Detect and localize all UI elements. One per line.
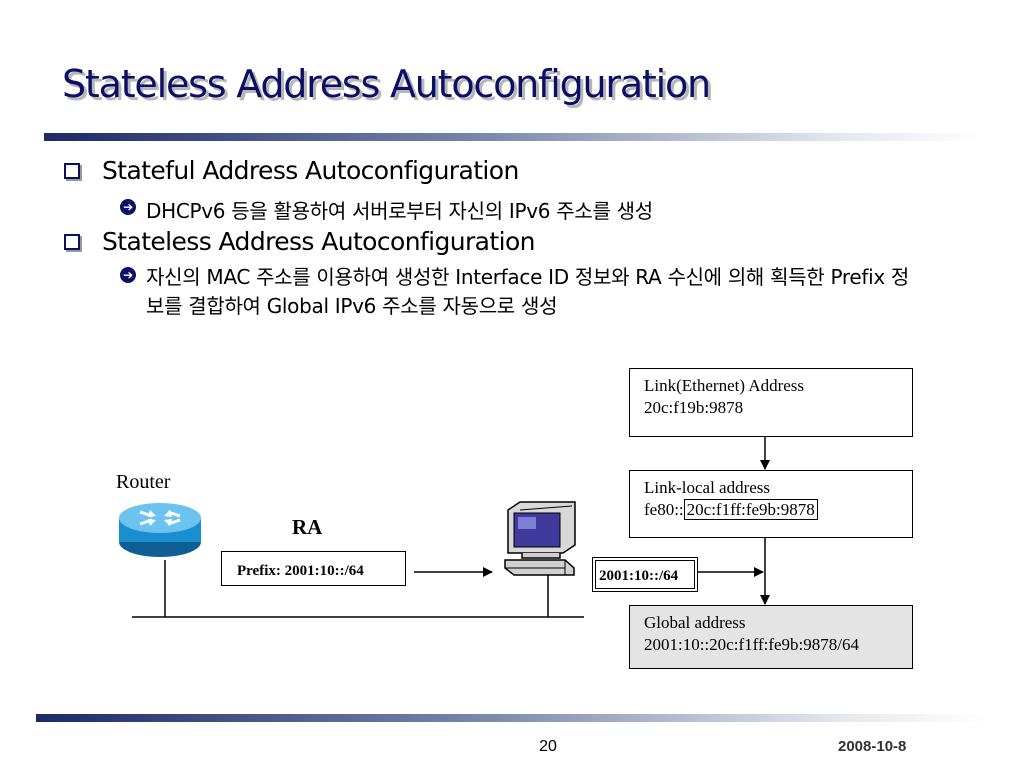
subbullet-text: DHCPv6 등을 활용하여 서버로부터 자신의 IPv6 주소를 생성	[146, 199, 653, 223]
global-address-value: 2001:10::20c:f1ff:fe9b:9878/64	[644, 635, 859, 654]
prefix-box: Prefix: 2001:10::/64	[221, 551, 406, 586]
link-local-address-box: Link-local address fe80::20c:f1ff:fe9b:9…	[629, 470, 913, 538]
subbullet-text: 자신의 MAC 주소를 이용하여 생성한 Interface ID 정보와 RA…	[146, 265, 910, 318]
prefix-input-box: 2001:10::/64	[595, 560, 695, 589]
square-bullet-icon	[64, 163, 80, 179]
footer-divider	[36, 714, 988, 722]
arrow-bullet-icon: ➔	[120, 267, 136, 283]
slide-date: 2008-10-8	[838, 738, 907, 755]
square-bullet-icon	[64, 234, 80, 250]
link-local-value: fe80::20c:f1ff:fe9b:9878	[644, 499, 912, 521]
interface-id-highlight: 20c:f1ff:fe9b:9878	[683, 499, 818, 520]
global-address-box: Global address 2001:10::20c:f1ff:fe9b:98…	[629, 605, 913, 669]
bullet-text: Stateful Address Autoconfiguration	[102, 156, 519, 185]
arrow-bullet-icon: ➔	[120, 199, 136, 215]
bullet-text: Stateless Address Autoconfiguration	[102, 227, 535, 256]
link-address-value: 20c:f19b:9878	[644, 398, 744, 417]
page-number: 20	[539, 738, 557, 755]
link-local-prefix: fe80::	[644, 500, 684, 519]
link-local-title: Link-local address	[644, 478, 771, 497]
link-address-box: Link(Ethernet) Address 20c:f19b:9878	[629, 368, 913, 437]
prefix-box-text: Prefix: 2001:10::/64	[237, 563, 364, 579]
slide-title: Stateless Address Autoconfiguration	[62, 62, 711, 106]
ra-label: RA	[292, 515, 323, 539]
prefix-input-text: 2001:10::/64	[599, 568, 679, 584]
router-label: Router	[116, 471, 171, 493]
title-divider	[44, 133, 984, 141]
link-address-title: Link(Ethernet) Address	[644, 376, 805, 395]
computer-icon	[504, 501, 576, 576]
router-icon	[119, 503, 201, 557]
global-address-title: Global address	[644, 613, 746, 632]
